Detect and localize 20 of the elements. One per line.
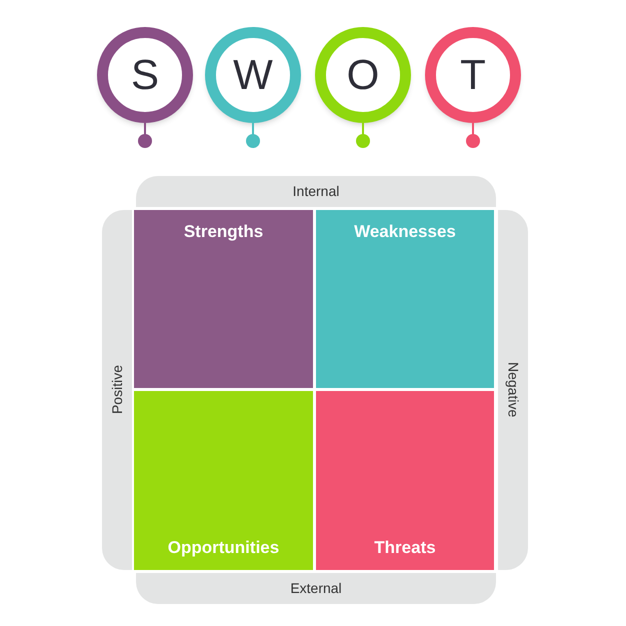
quadrant-title: Opportunities	[168, 536, 280, 558]
band	[102, 210, 132, 570]
quadrant-title: Threats	[374, 536, 436, 558]
letter: W	[233, 54, 273, 96]
band-label: Internal	[292, 182, 340, 201]
band	[136, 176, 496, 207]
band-label: Positive	[108, 365, 126, 415]
quadrant-title: Weaknesses	[354, 221, 456, 243]
quadrant	[316, 210, 494, 388]
quadrant-title: Strengths	[184, 221, 264, 243]
quadrant	[134, 391, 313, 570]
letter: O	[346, 54, 380, 96]
band	[498, 210, 528, 570]
band-label: External	[290, 579, 342, 598]
band	[136, 573, 496, 604]
band-label: Negative	[504, 362, 522, 418]
letter: T	[460, 54, 486, 96]
quadrant	[134, 210, 313, 388]
quadrant	[316, 391, 494, 570]
letter: S	[130, 54, 159, 96]
